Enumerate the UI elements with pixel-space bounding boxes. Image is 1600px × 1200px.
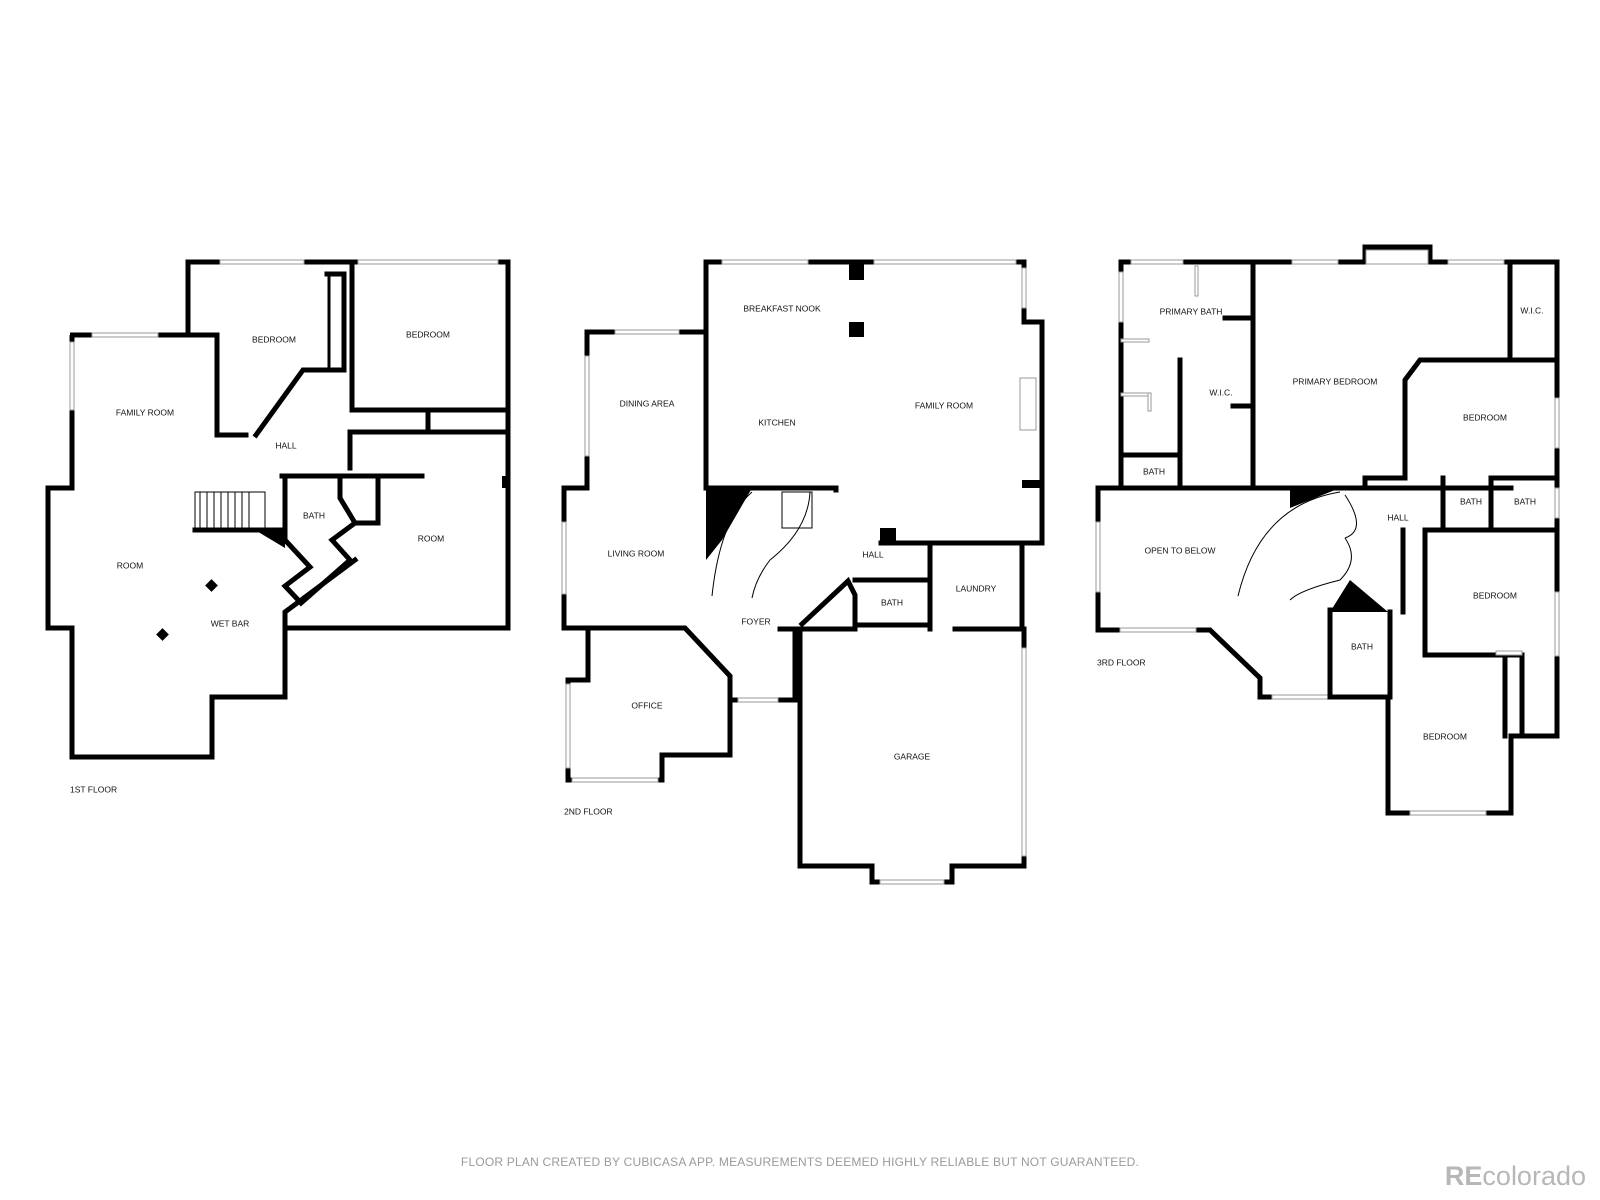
room-label: FOYER bbox=[741, 616, 770, 626]
room-label: HALL bbox=[1387, 512, 1409, 522]
room-label: BEDROOM bbox=[252, 334, 296, 344]
room-label: LIVING ROOM bbox=[608, 548, 665, 558]
stair-treads bbox=[199, 492, 250, 530]
room-label: HALL bbox=[275, 440, 297, 450]
room-label: OPEN TO BELOW bbox=[1144, 545, 1215, 555]
room-label: FAMILY ROOM bbox=[116, 407, 174, 417]
brand-logo: REcolorado bbox=[1445, 1161, 1586, 1192]
room-label: PRIMARY BATH bbox=[1160, 306, 1223, 316]
disclaimer-text: FLOOR PLAN CREATED BY CUBICASA APP. MEAS… bbox=[460, 1155, 1140, 1169]
brand-prefix: RE bbox=[1444, 1161, 1483, 1191]
floor-label: 3RD FLOOR bbox=[1097, 657, 1146, 667]
room-label: WET BAR bbox=[211, 618, 250, 628]
floor-1-plan bbox=[45, 259, 511, 760]
room-label: LAUNDRY bbox=[956, 583, 997, 593]
room-label: BATH bbox=[303, 510, 325, 520]
floor-1-labels: BEDROOM BEDROOM FAMILY ROOM HALL BATH RO… bbox=[70, 329, 450, 794]
room-label: BREAKFAST NOOK bbox=[743, 303, 821, 313]
room-label: FAMILY ROOM bbox=[915, 400, 973, 410]
room-label: BATH bbox=[1460, 496, 1482, 506]
room-label: PRIMARY BEDROOM bbox=[1293, 376, 1378, 386]
room-label: BEDROOM bbox=[406, 329, 450, 339]
room-label: BEDROOM bbox=[1473, 590, 1517, 600]
room-label: DINING AREA bbox=[620, 398, 675, 408]
floor-label: 1ST FLOOR bbox=[70, 784, 117, 794]
room-label: W.I.C. bbox=[1209, 387, 1232, 397]
room-label: ROOM bbox=[117, 560, 143, 570]
room-label: KITCHEN bbox=[758, 417, 795, 427]
room-label: HALL bbox=[862, 549, 884, 559]
floor-3-plan bbox=[1095, 244, 1560, 816]
brand-suffix: colorado bbox=[1482, 1161, 1586, 1191]
room-label: OFFICE bbox=[631, 700, 662, 710]
room-label: W.I.C. bbox=[1520, 305, 1543, 315]
floor-2-labels: BREAKFAST NOOK DINING AREA KITCHEN FAMIL… bbox=[564, 303, 997, 816]
room-label: BEDROOM bbox=[1423, 731, 1467, 741]
room-label: GARAGE bbox=[894, 751, 931, 761]
room-label: ROOM bbox=[418, 533, 444, 543]
room-label: BEDROOM bbox=[1463, 412, 1507, 422]
room-label: BATH bbox=[881, 597, 903, 607]
floor-label: 2ND FLOOR bbox=[564, 806, 613, 816]
floor-3-labels: W.I.C. PRIMARY BATH PRIMARY BEDROOM W.I.… bbox=[1097, 305, 1544, 741]
room-label: BATH bbox=[1143, 466, 1165, 476]
room-label: BATH bbox=[1514, 496, 1536, 506]
room-label: BATH bbox=[1351, 641, 1373, 651]
floor-2-plan bbox=[561, 259, 1045, 885]
